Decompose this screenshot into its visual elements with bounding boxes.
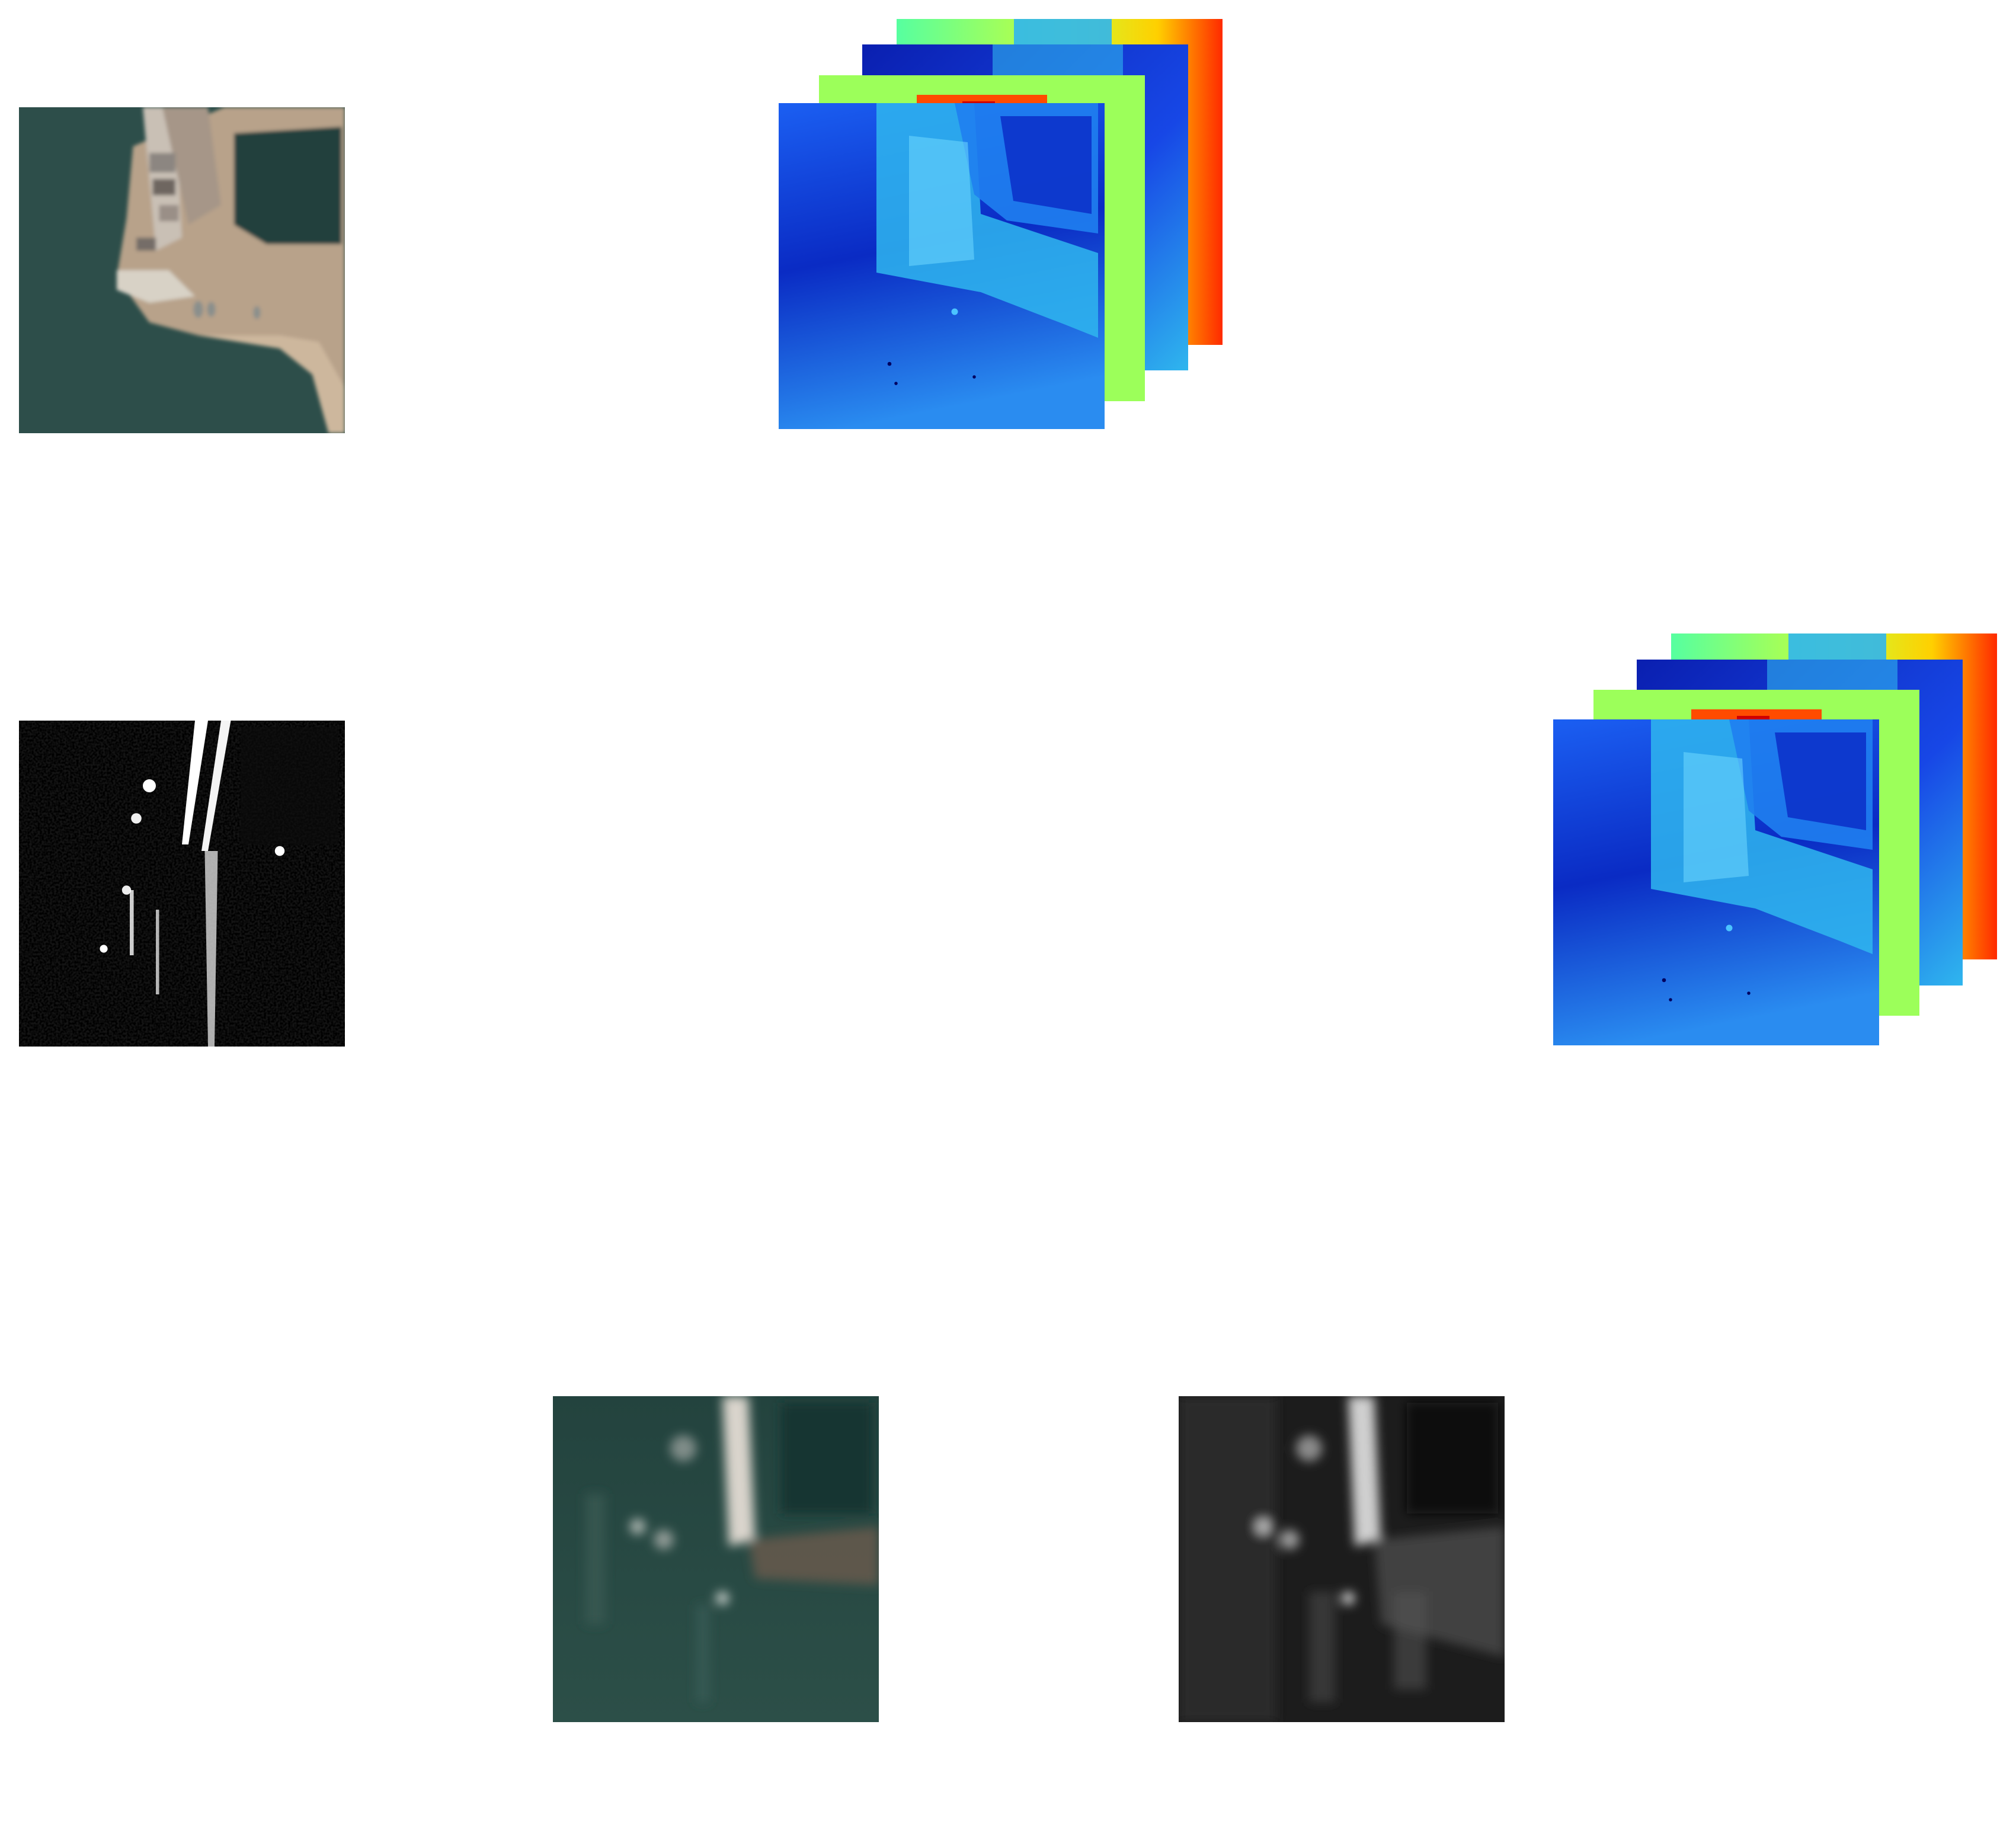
feature-stack-right bbox=[1553, 633, 1997, 1045]
feature-map-layer-1 bbox=[779, 103, 1105, 429]
optical-input-image bbox=[19, 107, 345, 433]
translated-gray-output bbox=[1179, 1396, 1505, 1722]
feature-stack-top bbox=[0, 0, 2016, 533]
sar-input-image bbox=[19, 721, 345, 1047]
translated-optical-output bbox=[553, 1396, 879, 1722]
feature-map-layer-1 bbox=[1553, 719, 1879, 1045]
